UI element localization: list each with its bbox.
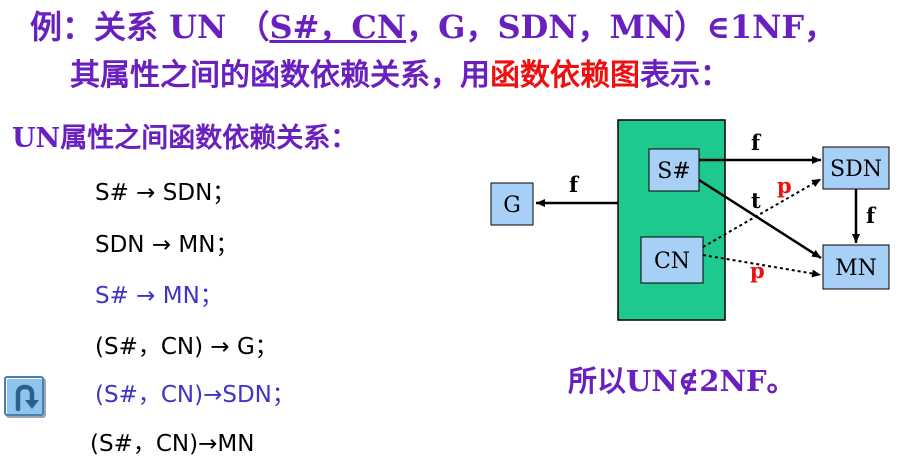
node-s-label: S# [657,159,691,184]
edge-composite-to-mn-partial [702,254,822,278]
u-turn-back-icon [15,384,39,412]
dependency-1: S# → SDN； [95,180,236,206]
node-s [648,148,700,192]
title2-suffix: 表示： [640,58,730,93]
title2-prefix: 其属性之间的函数依赖关系，用 [70,58,490,93]
label-p-sdn: p [777,173,792,198]
dependency-subheading: UN属性之间函数依赖关系： [12,123,358,154]
node-mn-label: MN [835,256,877,281]
title-suffix: ，G，SDN，MN）∈1NF， [406,8,837,46]
label-f-mn: f [866,203,877,228]
title-composite-key: S#，CN [269,8,407,46]
dependency-3: S# → MN； [95,283,223,309]
node-g [490,182,534,226]
dependency-6: (S#，CN)→MN [90,431,255,457]
title-prefix: 例：关系 UN （ [30,8,270,46]
dependency-5: (S#，CN)→SDN； [95,382,295,408]
node-sdn-label: SDN [830,157,882,182]
edge-s-to-mn [698,178,822,260]
node-cn-label: CN [654,249,690,274]
back-button[interactable] [4,376,44,416]
title-line-2: 其属性之间的函数依赖关系，用函数依赖图表示： [70,50,730,94]
edge-composite-to-sdn-partial [702,178,822,248]
node-mn [822,244,890,290]
dependency-2: SDN → MN； [95,232,239,258]
label-f-g: f [569,172,580,197]
title-line-1: 例：关系 UN （S#，CN，G，SDN，MN）∈1NF， [30,2,836,48]
dependency-4: (S#，CN) → G； [95,334,278,360]
label-p-mn: p [750,258,765,283]
title2-highlight: 函数依赖图 [490,58,640,93]
label-f-sdn: f [751,130,762,155]
conclusion: 所以UN∉2NF。 [568,364,796,398]
label-t: t [751,188,761,213]
node-cn [640,236,704,284]
node-g-label: G [503,193,521,218]
